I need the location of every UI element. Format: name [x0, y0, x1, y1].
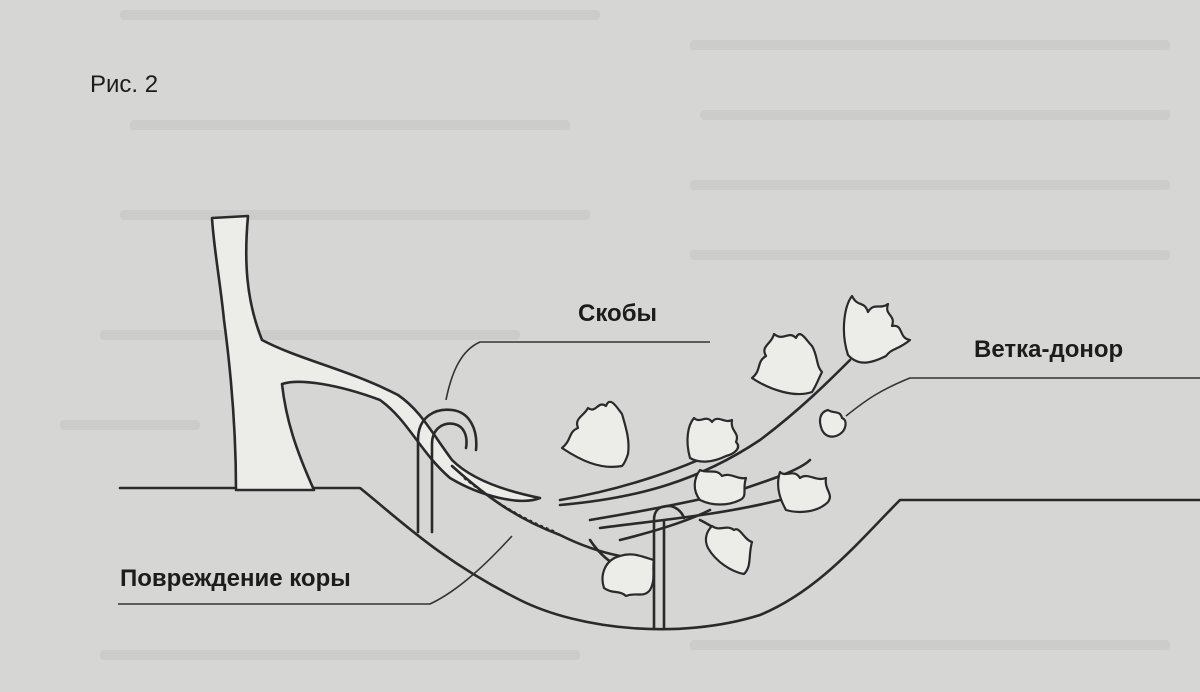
- mother-stem: [210, 214, 542, 503]
- staples: [416, 408, 686, 630]
- staple-left: [416, 408, 478, 534]
- staples-label: Скобы: [578, 300, 657, 327]
- leaf: [776, 470, 832, 513]
- leaf: [750, 332, 824, 396]
- leaves: [560, 294, 912, 598]
- callout-lines: [118, 341, 1200, 605]
- leaf: [842, 294, 912, 364]
- staples-leader: [445, 341, 710, 401]
- donor-branch-label: Ветка-донор: [974, 336, 1123, 363]
- figure-number: Рис. 2: [90, 71, 158, 98]
- leaf: [601, 553, 656, 598]
- bark-damage-label: Повреждение коры: [120, 565, 351, 592]
- leaf: [686, 416, 740, 463]
- leaf: [704, 524, 754, 576]
- leaf: [560, 400, 630, 468]
- staple-right: [652, 504, 686, 630]
- donor-branch-leader: [845, 377, 1200, 417]
- mother-plant: [210, 214, 542, 503]
- bark-damage-leader: [118, 535, 513, 605]
- leaf: [818, 408, 847, 438]
- ground-line: [118, 486, 1200, 631]
- leaf: [693, 468, 748, 506]
- background-bleed-through: [60, 10, 1170, 660]
